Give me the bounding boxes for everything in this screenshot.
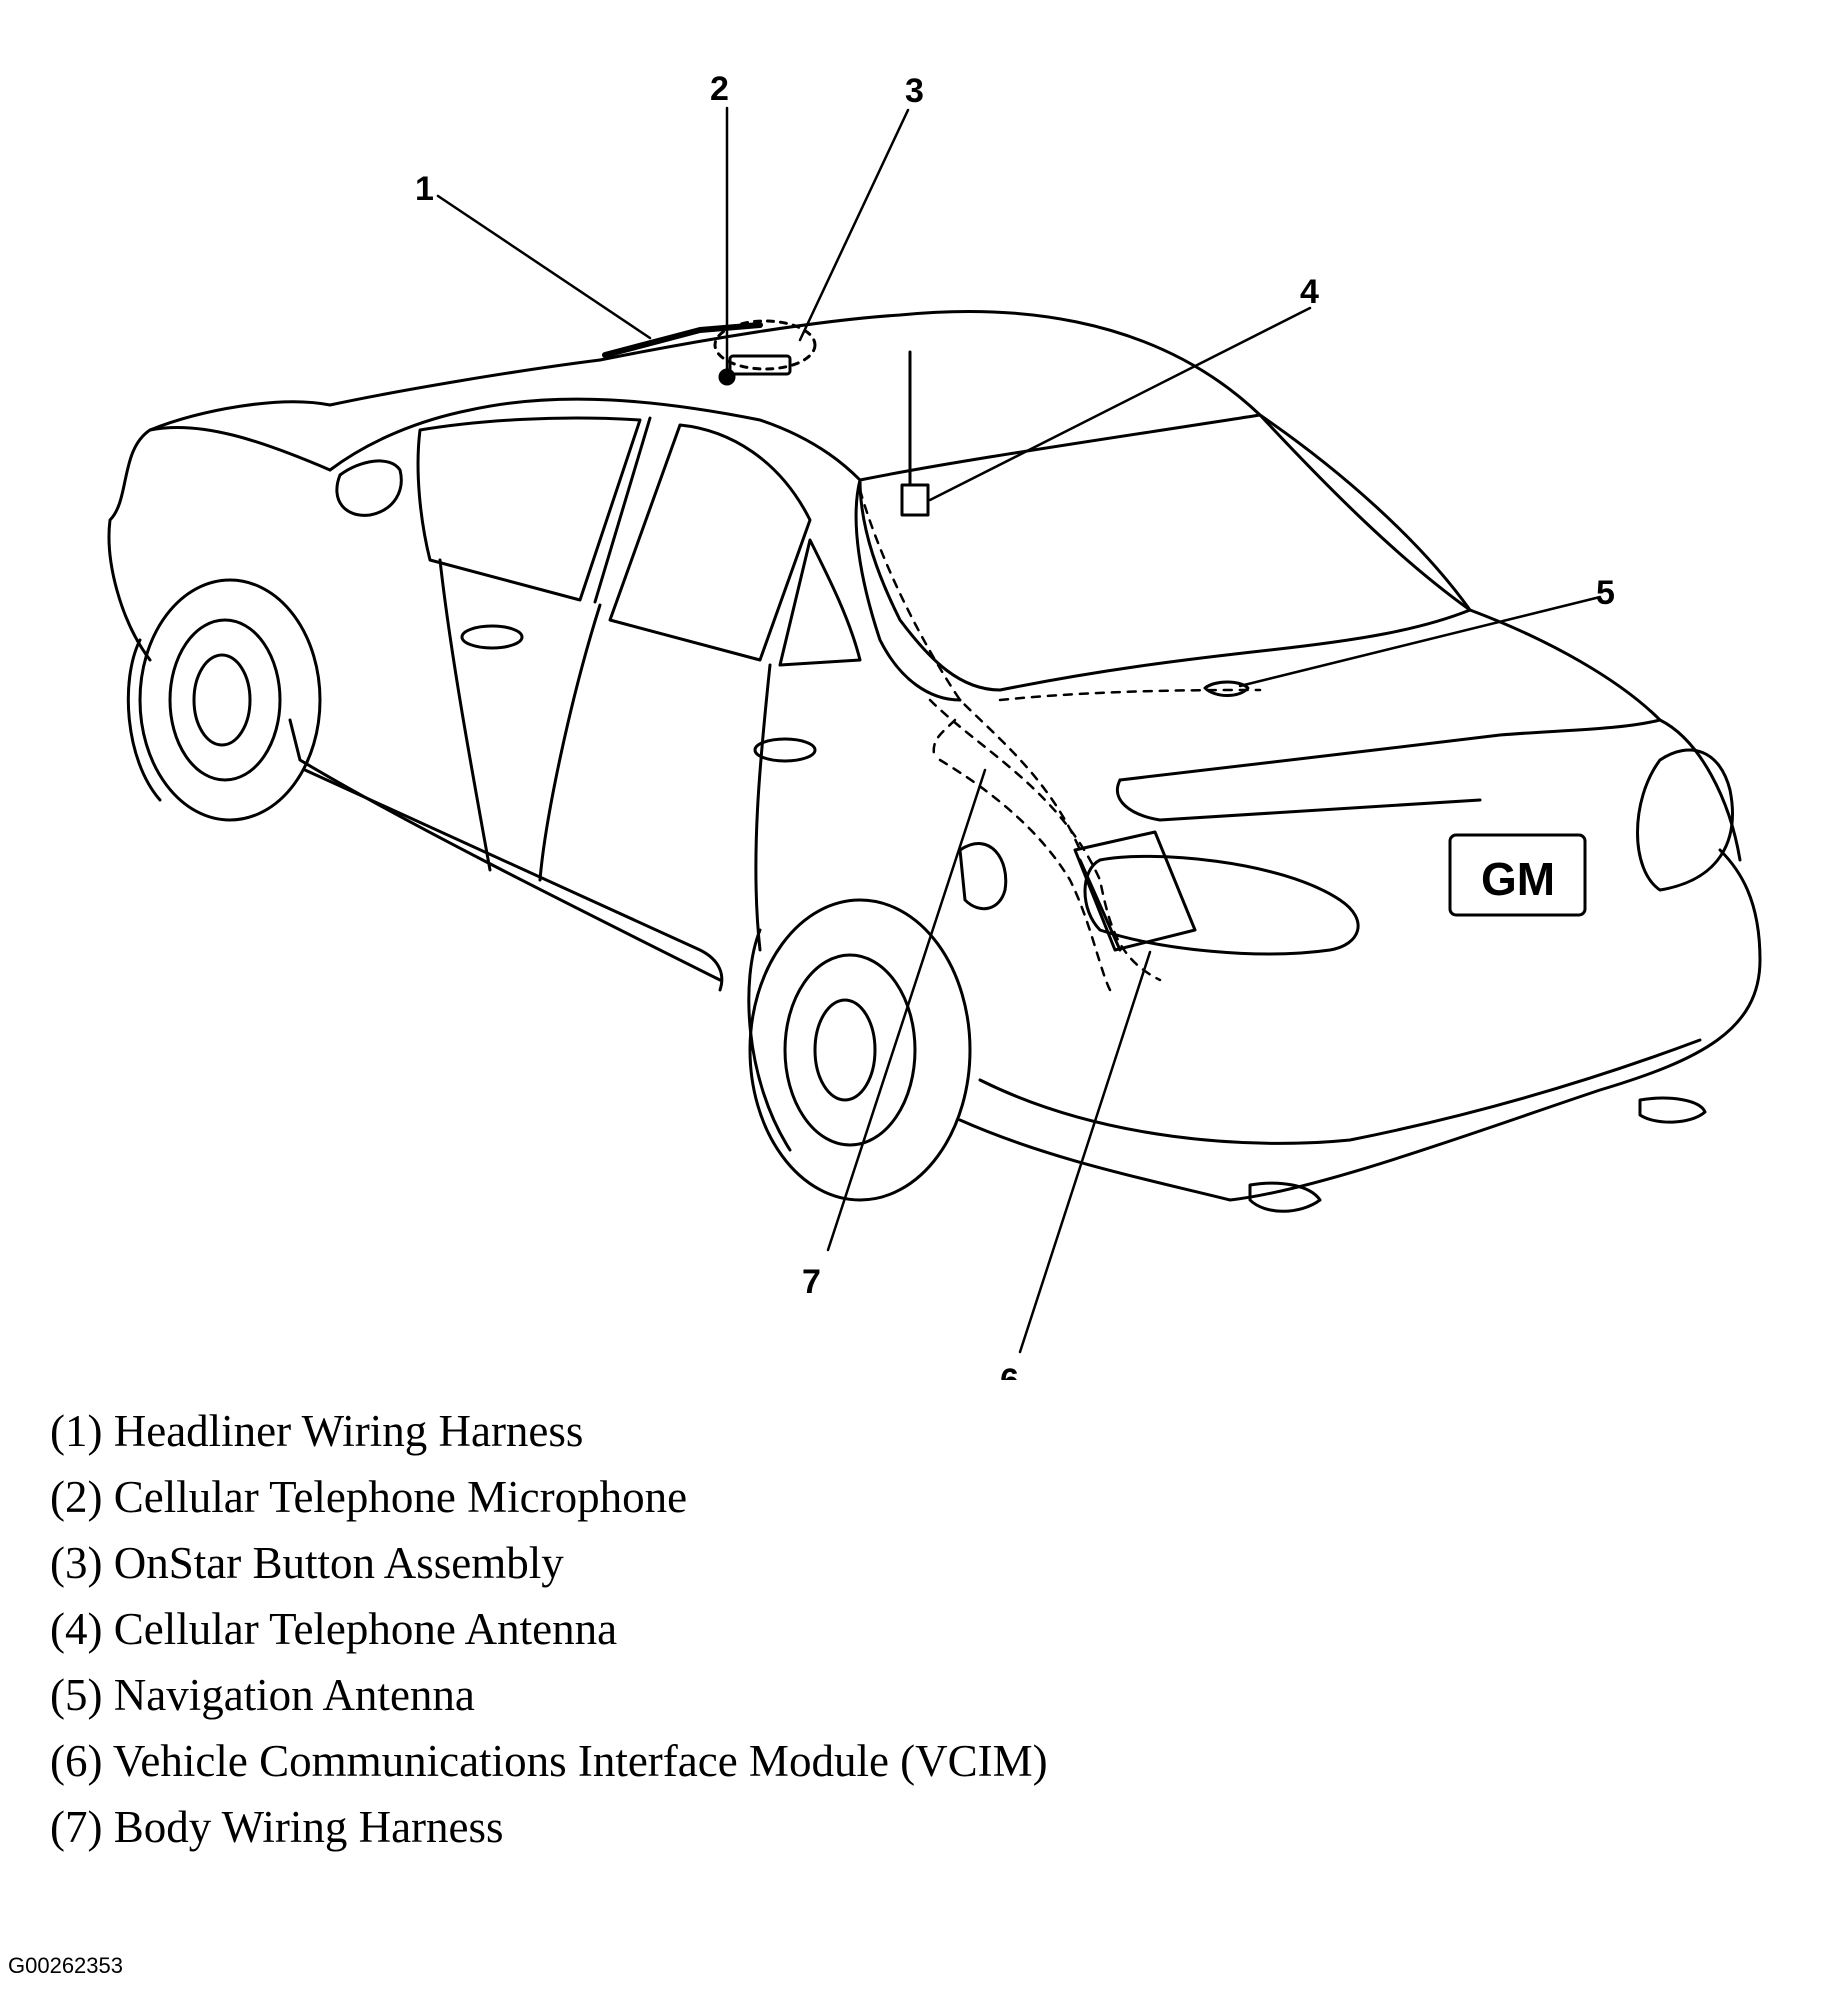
front-left-wheel bbox=[126, 578, 322, 822]
callout-7: 7 bbox=[802, 1263, 821, 1301]
figure-id: G00262353 bbox=[8, 1953, 123, 1978]
legend-item-2: (2) Cellular Telephone Microphone bbox=[50, 1472, 688, 1522]
navigation-antenna bbox=[1203, 680, 1250, 697]
license-plate-badge: GM bbox=[1481, 853, 1555, 905]
callout-4: 4 bbox=[1300, 273, 1319, 311]
legend-item-7: (7) Body Wiring Harness bbox=[50, 1802, 504, 1852]
car-body bbox=[107, 310, 1762, 1213]
callout-6: 6 bbox=[1000, 1362, 1019, 1380]
cellular-antenna bbox=[900, 350, 930, 517]
rear-left-wheel bbox=[747, 898, 972, 1202]
callout-3: 3 bbox=[905, 72, 924, 110]
headliner-wiring-harness bbox=[602, 322, 763, 358]
legend-item-3: (3) OnStar Button Assembly bbox=[50, 1538, 564, 1588]
callout-1: 1 bbox=[415, 170, 434, 208]
vehicle-component-locator-diagram: 1 2 3 4 5 6 7 GM bbox=[107, 70, 1762, 1380]
body-wiring-harness bbox=[858, 488, 1262, 992]
callout-2: 2 bbox=[710, 70, 729, 108]
legend-item-1: (1) Headliner Wiring Harness bbox=[50, 1406, 584, 1456]
legend-item-6: (6) Vehicle Communications Interface Mod… bbox=[50, 1736, 1048, 1786]
legend-item-5: (5) Navigation Antenna bbox=[50, 1670, 475, 1720]
callout-leaders bbox=[436, 106, 1602, 1354]
vcim-module bbox=[1073, 830, 1197, 952]
component-legend: (1) Headliner Wiring Harness (2) Cellula… bbox=[50, 1398, 1048, 1860]
legend-item-4: (4) Cellular Telephone Antenna bbox=[50, 1604, 618, 1654]
callout-5: 5 bbox=[1596, 574, 1615, 612]
